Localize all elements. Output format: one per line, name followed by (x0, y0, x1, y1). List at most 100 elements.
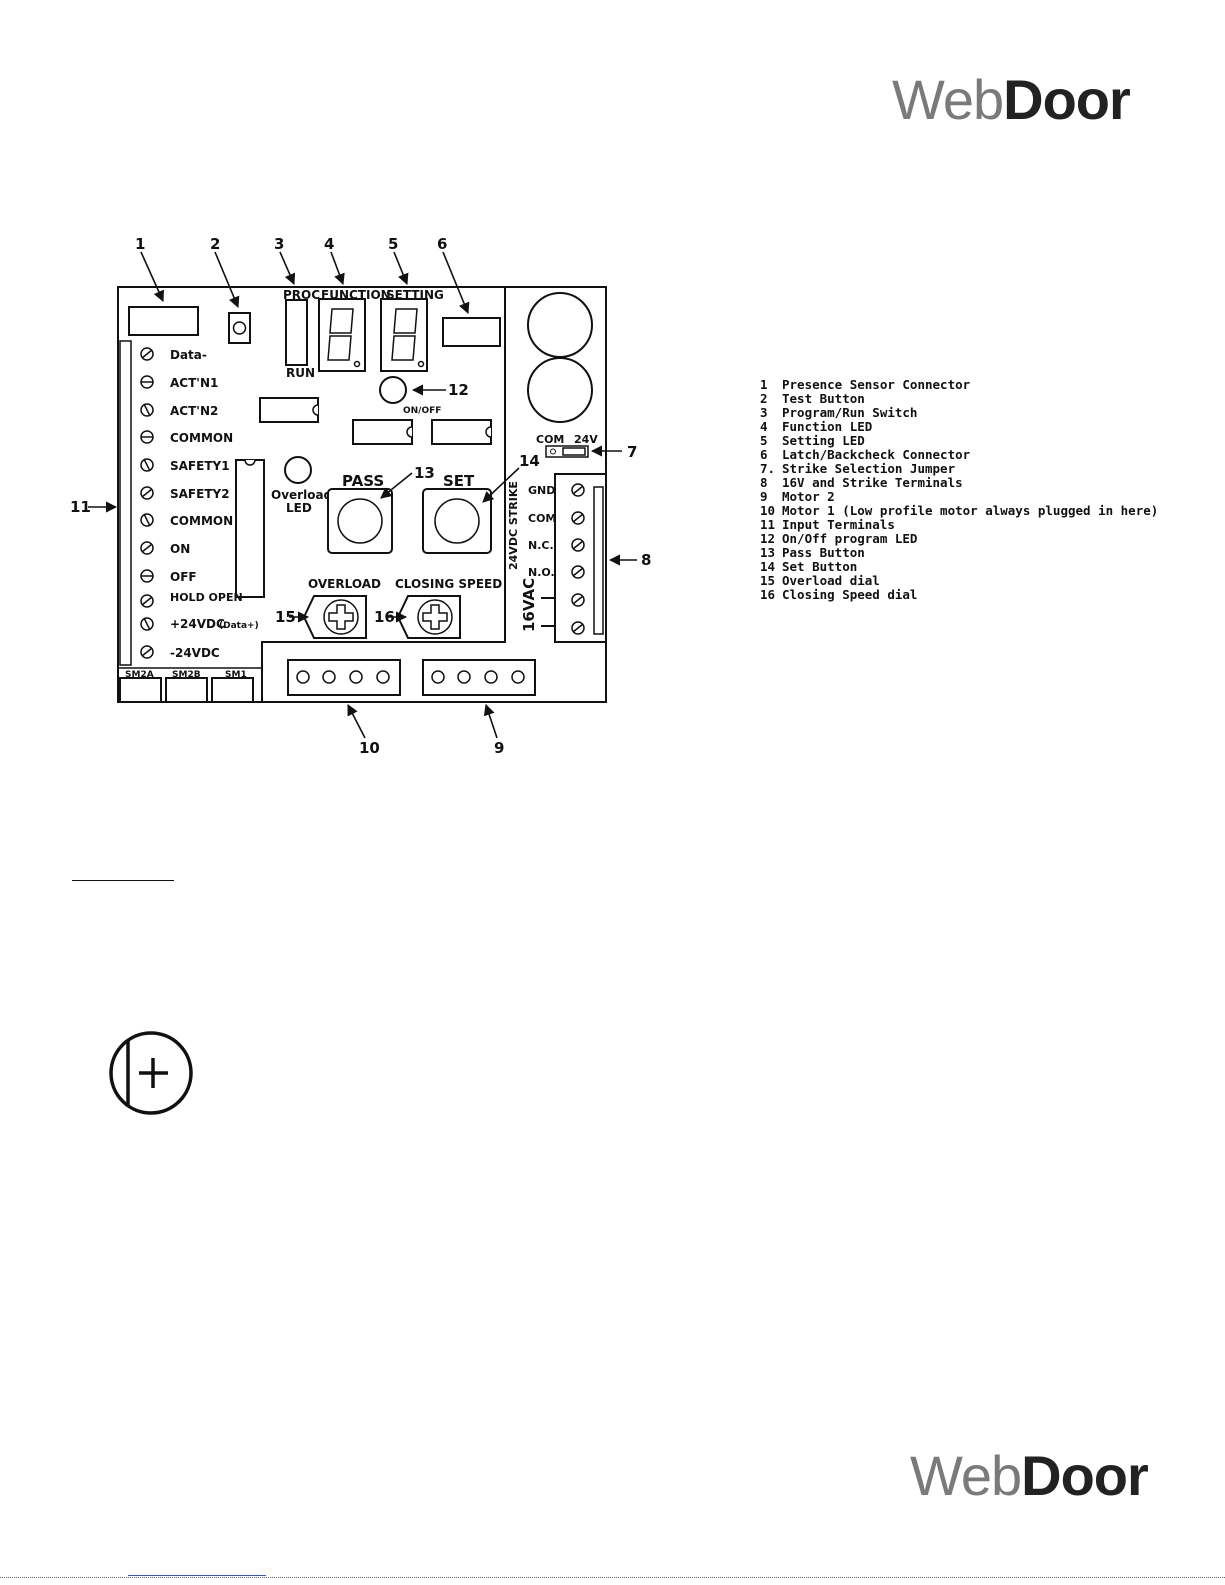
overload-dial[interactable] (302, 595, 367, 639)
footer-link-underline[interactable] (128, 1575, 266, 1576)
proc-label: PROC (283, 288, 320, 302)
brand-logo-bottom: WebDoor (910, 1448, 1149, 1504)
vac-vertical-label: 16VAC (520, 578, 538, 632)
legend-item-number: 13 (760, 545, 776, 560)
latch-backcheck-connector (442, 317, 501, 347)
callout-11: 11 (70, 498, 91, 516)
legend-item-text: Motor 1 (Low profile motor always plugge… (782, 503, 1159, 518)
terminal-label-actn2: ACT'N2 (170, 404, 218, 418)
legend-item-number: 10 (760, 503, 776, 518)
legend-item-number: 16 (760, 587, 776, 602)
ic-chips (235, 397, 492, 598)
terminal-label-actn1: ACT'N1 (170, 376, 218, 390)
legend-item-number: 8 (760, 475, 768, 490)
closing-speed-dial[interactable] (396, 595, 461, 639)
legend-item-text: Motor 2 (782, 489, 835, 504)
callout-16: 16 (374, 608, 395, 626)
legend-item-number: 5 (760, 433, 768, 448)
setting-led (380, 298, 428, 372)
legend-item-text: Overload dial (782, 573, 880, 588)
legend-item-text: 16V and Strike Terminals (782, 475, 963, 490)
legend-item-text: Closing Speed dial (782, 587, 918, 602)
input-terminal-strip (119, 340, 132, 666)
legend-item-text: Strike Selection Jumper (782, 461, 956, 476)
terminal-label-plus24vdc: +24VDC (170, 617, 225, 631)
legend-item-number: 15 (760, 573, 776, 588)
legend-item-text: Presence Sensor Connector (782, 377, 971, 392)
legend-item-text: Setting LED (782, 433, 865, 448)
legend-item-text: Function LED (782, 419, 873, 434)
callout-6: 6 (437, 235, 447, 253)
callout-7: 7 (627, 443, 637, 461)
legend-item-text: Pass Button (782, 545, 865, 560)
pass-label: PASS (342, 472, 384, 490)
callout-9: 9 (494, 739, 504, 757)
terminal-label-data-minus: Data- (170, 348, 207, 362)
callout-15: 15 (275, 608, 296, 626)
legend-item: 1 Presence Sensor Connector (760, 378, 1158, 392)
terminal-label-data-plus: (Data+) (219, 621, 259, 631)
power-section-divider (261, 287, 506, 702)
callout-12: 12 (448, 381, 469, 399)
brand-logo-door-bottom: Door (1021, 1444, 1149, 1507)
legend-item-text: Input Terminals (782, 517, 895, 532)
section-underline (72, 880, 174, 881)
legend-item-number: 7. (760, 461, 776, 476)
test-button[interactable] (228, 312, 251, 344)
strike-terminal-block (554, 473, 607, 643)
set-label: SET (443, 472, 475, 490)
legend-item: 2 Test Button (760, 392, 1158, 406)
legend-item-number: 12 (760, 531, 776, 546)
overload-led-label-1: Overload (271, 488, 332, 502)
strike-terminal-no: N.O. (528, 566, 555, 579)
sm2b-label: SM2B (172, 670, 201, 680)
legend-item-number: 2 (760, 391, 768, 406)
legend-item: 16 Closing Speed dial (760, 588, 1158, 602)
legend-item-text: Test Button (782, 391, 865, 406)
legend-item-number: 4 (760, 419, 768, 434)
presence-sensor-connector (128, 306, 199, 336)
motor-2-connector (422, 659, 536, 696)
legend-item: 13 Pass Button (760, 546, 1158, 560)
set-button[interactable] (422, 488, 492, 554)
onoff-label: ON/OFF (403, 406, 441, 416)
terminal-label-on: ON (170, 542, 190, 556)
sm-connectors (119, 677, 254, 703)
callout-8: 8 (641, 551, 651, 569)
callout-13: 13 (414, 464, 435, 482)
onoff-program-led (379, 376, 407, 404)
capacitor-2 (527, 357, 593, 423)
legend-item-number: 6 (760, 447, 768, 462)
capacitor-1 (527, 292, 593, 358)
callout-arrows (88, 251, 637, 739)
strike-terminal-nc: N.C. (528, 539, 554, 552)
legend-item: 7. Strike Selection Jumper (760, 462, 1158, 476)
callout-5: 5 (388, 235, 398, 253)
program-run-switch[interactable] (285, 299, 308, 366)
terminal-label-safety2: SAFETY2 (170, 487, 230, 501)
strike-terminal-gnd: GND (528, 484, 555, 497)
legend-item-text: On/Off program LED (782, 531, 918, 546)
function-label: FUNCTION (321, 288, 391, 302)
brand-logo-web-bottom: Web (910, 1444, 1022, 1507)
terminal-label-common-1: COMMON (170, 431, 233, 445)
terminal-label-common-2: COMMON (170, 514, 233, 528)
legend-item-number: 1 (760, 377, 768, 392)
strike-vertical-label: 24VDC STRIKE (507, 481, 520, 570)
overload-led (284, 456, 312, 484)
brand-logo-door: Door (1003, 68, 1131, 131)
legend-item-number: 14 (760, 559, 776, 574)
overload-led-label-2: LED (286, 501, 312, 515)
motor-1-connector (287, 659, 401, 696)
terminal-label-safety1: SAFETY1 (170, 459, 230, 473)
legend-item-number: 3 (760, 405, 768, 420)
callout-2: 2 (210, 235, 220, 253)
callout-3: 3 (274, 235, 284, 253)
legend-item: 4 Function LED (760, 420, 1158, 434)
